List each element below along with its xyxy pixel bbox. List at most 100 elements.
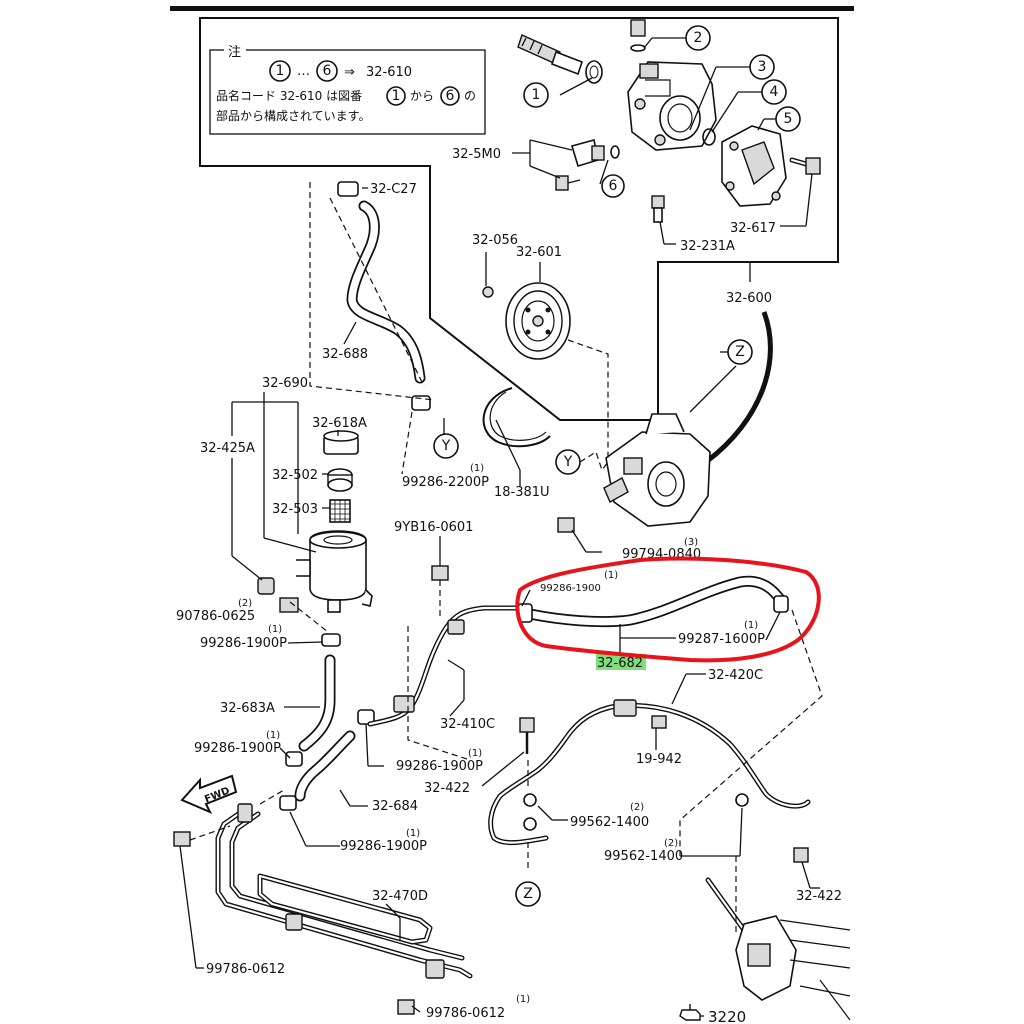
label-32-410C: 32-410C [440, 717, 495, 732]
installed-pump [603, 413, 711, 527]
label-32-617: 32-617 [730, 221, 776, 236]
dash-32-688-right [329, 197, 425, 387]
washer-2 [630, 44, 646, 52]
note-title: 注 [228, 45, 241, 60]
note-range-from: 1 [276, 63, 285, 79]
pipe-bracket-19-942 [613, 699, 637, 717]
washer-99562-1400-a [523, 793, 537, 807]
label-32-682-highlight [596, 654, 646, 670]
svg-text:2: 2 [694, 30, 703, 46]
label-99786-0612-b-qty: (1) [516, 994, 530, 1005]
note-line2: 部品から構成されています。 [216, 108, 370, 123]
note-line1-a: 品名コード 32-610 は図番 [216, 88, 362, 103]
reservoir-strainer [329, 499, 351, 523]
oil-seal [585, 60, 603, 84]
note-line1-c: の [464, 89, 476, 103]
callout-2: 2 [685, 25, 711, 51]
reservoir-tank [296, 530, 373, 613]
bolt-99786-0612-a [173, 831, 191, 847]
label-32-422-a: 32-422 [424, 781, 470, 796]
label-32-683A: 32-683A [220, 701, 275, 716]
label-32-682: 32-682 [597, 656, 643, 671]
top-border [170, 6, 854, 11]
clamp-99286-1900P-b [285, 751, 303, 767]
clamp-32-C27 [337, 181, 359, 197]
highlight-outline-32-682 [515, 556, 821, 663]
reservoir-bolt [279, 597, 299, 613]
label-99286-2200P: 99286-2200P [402, 475, 489, 490]
label-32-420C: 32-420C [708, 668, 763, 683]
label-32-425A: 32-425A [200, 441, 255, 456]
dash-bolt-0612 [189, 825, 231, 841]
dash-pulley [567, 339, 609, 460]
label-3220: 3220 [708, 1008, 746, 1024]
dash-Y-right [579, 451, 609, 472]
label-32-503: 32-503 [272, 502, 318, 517]
label-99786-0612-b: 99786-0612 [426, 1006, 505, 1021]
svg-text:Y: Y [441, 438, 451, 454]
svg-text:4: 4 [770, 84, 779, 100]
label-32-231A: 32-231A [680, 239, 735, 254]
drive-belt [482, 387, 551, 448]
cooler-pipe-32-470D [215, 803, 473, 979]
dash-pipe-lower [407, 626, 471, 761]
note-line1-to: 6 [446, 88, 455, 104]
pump-drive-belt [704, 311, 773, 464]
label-99286-1900P-c: 99286-1900P [396, 759, 483, 774]
label-99287-1600P-qty: (1) [744, 620, 758, 631]
note-frame [209, 49, 486, 135]
svg-text:6: 6 [609, 178, 618, 194]
reservoir-bracket-rubber [257, 577, 275, 595]
label-99287-1600P: 99287-1600P [678, 632, 765, 647]
callout-6: 6 [601, 174, 625, 198]
callout-z-upper: Z [727, 339, 753, 365]
bolt-99794-0840 [557, 517, 575, 533]
label-99286-1900P-a-qty: (1) [268, 624, 282, 635]
clamp-99286-1900P-d [279, 795, 297, 811]
bolt-32-422-a [519, 717, 535, 733]
note-arrow: ⇒ [344, 65, 355, 80]
dash-Y-left [401, 411, 413, 475]
leader-lines [179, 37, 820, 1017]
note-box: 注 1 … 6 ⇒ 32-610 品名コード 32-610 は図番 1 から 6… [209, 44, 486, 135]
label-32-056: 32-056 [472, 233, 518, 248]
pump-shaft [517, 34, 584, 76]
svg-text:5: 5 [784, 111, 793, 127]
callout-5: 5 [775, 106, 801, 132]
label-90786-0625-qty: (2) [238, 598, 252, 609]
label-19-942: 19-942 [636, 752, 682, 767]
dash-cooler [259, 789, 285, 805]
svg-text:1: 1 [532, 87, 541, 103]
label-99286-1900P-b: 99286-1900P [194, 741, 281, 756]
svg-text:3: 3 [758, 59, 767, 75]
o-ring-4 [702, 128, 716, 146]
label-32-422-b: 32-422 [796, 889, 842, 904]
pulley-nut [482, 286, 494, 298]
label-99286-1900-top: 99286-1900 [540, 583, 601, 594]
dash-hose-682 [679, 609, 823, 856]
label-9YB16-0601: 9YB16-0601 [394, 520, 473, 535]
pump-top-fitting [630, 19, 646, 37]
callout-1: 1 [523, 82, 549, 108]
label-32-600: 32-600 [726, 291, 772, 306]
label-99286-1900P-d-qty: (1) [406, 828, 420, 839]
washer-99562-1400-b [735, 793, 749, 807]
svg-text:Z: Z [735, 344, 745, 360]
bolt-9YB16-0601 [431, 565, 449, 581]
label-99286-2200P-qty: (1) [470, 463, 484, 474]
label-99286-1900P-c-qty: (1) [468, 748, 482, 759]
callout-3: 3 [749, 54, 775, 80]
label-99286-1900P-a: 99286-1900P [200, 636, 287, 651]
clamp-99286-1900P-a [321, 633, 341, 647]
hose-clamp-right [773, 595, 789, 613]
label-99786-0612-a: 99786-0612 [206, 962, 285, 977]
label-99562-1400-a: 99562-1400 [570, 815, 649, 830]
cover-bolt [789, 157, 821, 175]
callout-4: 4 [761, 79, 787, 105]
pump-bracket-part [555, 139, 605, 191]
note-range-code: 32-610 [366, 65, 412, 80]
label-32-684: 32-684 [372, 799, 418, 814]
note-range-sep: … [297, 64, 310, 79]
o-ring-6 [610, 145, 620, 159]
label-32-502: 32-502 [272, 468, 318, 483]
